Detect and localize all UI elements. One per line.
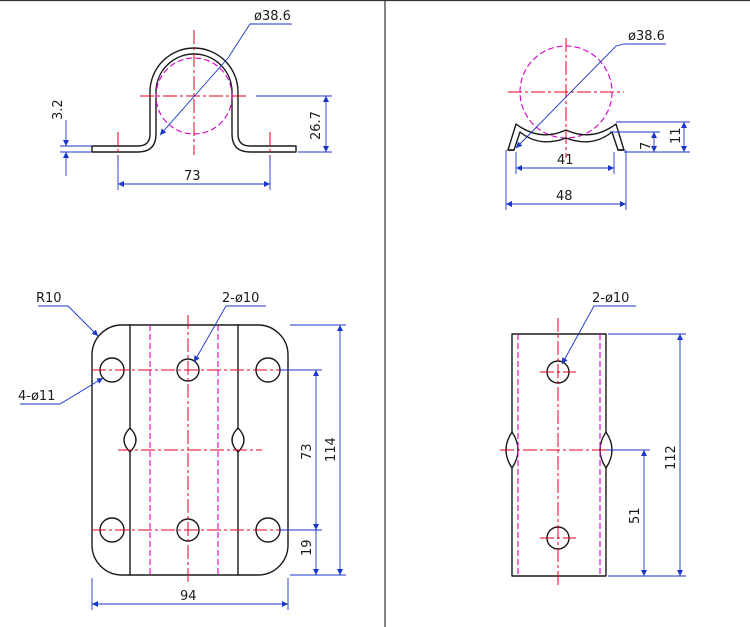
plan-view-left: R10 4-ø11 2-ø10 114 73 19 94 <box>18 291 346 610</box>
front-span-label: 73 <box>184 169 201 184</box>
plan-right-o-label: 51 <box>628 507 643 524</box>
plan-right-holes2-label: 2-ø10 <box>592 291 629 306</box>
side-outer-label: 48 <box>556 189 573 204</box>
side-inner-label: 41 <box>557 153 574 168</box>
plan-left-h-label: 114 <box>324 437 339 462</box>
plan-left-outline <box>91 324 289 576</box>
front-dia-label: ø38.6 <box>254 9 291 24</box>
plan-right-outline <box>505 333 613 577</box>
side-view: ø38.6 11 7 41 48 <box>505 29 690 210</box>
plan-left-holes4-leader <box>20 377 104 405</box>
side-h7-label: 7 <box>639 142 654 150</box>
front-view-outline <box>91 47 297 153</box>
front-dia-leader <box>159 23 292 136</box>
plan-view-right: 2-ø10 112 51 <box>500 291 686 588</box>
plan-left-radius-leader <box>38 305 99 337</box>
side-dia-leader <box>515 43 666 149</box>
plan-left-p-label: 73 <box>300 443 315 460</box>
plan-right-h-label: 112 <box>664 445 679 470</box>
front-thick-label: 3.2 <box>51 99 66 120</box>
plan-left-saddle-bend <box>129 427 239 453</box>
plan-right-holes2-leader <box>561 305 636 365</box>
side-h11-label: 11 <box>669 127 684 144</box>
plan-left-holes4-label: 4-ø11 <box>18 389 55 404</box>
plan-left-holes2-label: 2-ø10 <box>222 291 259 306</box>
plan-left-radius-label: R10 <box>36 291 62 306</box>
plan-left-holes2-leader <box>193 305 266 363</box>
front-view: ø38.6 3.2 26.7 73 <box>51 9 332 190</box>
front-height-label: 26.7 <box>309 111 324 140</box>
plan-left-w-label: 94 <box>180 589 197 604</box>
side-dia-label: ø38.6 <box>628 29 665 44</box>
plan-left-o-label: 19 <box>300 539 315 556</box>
